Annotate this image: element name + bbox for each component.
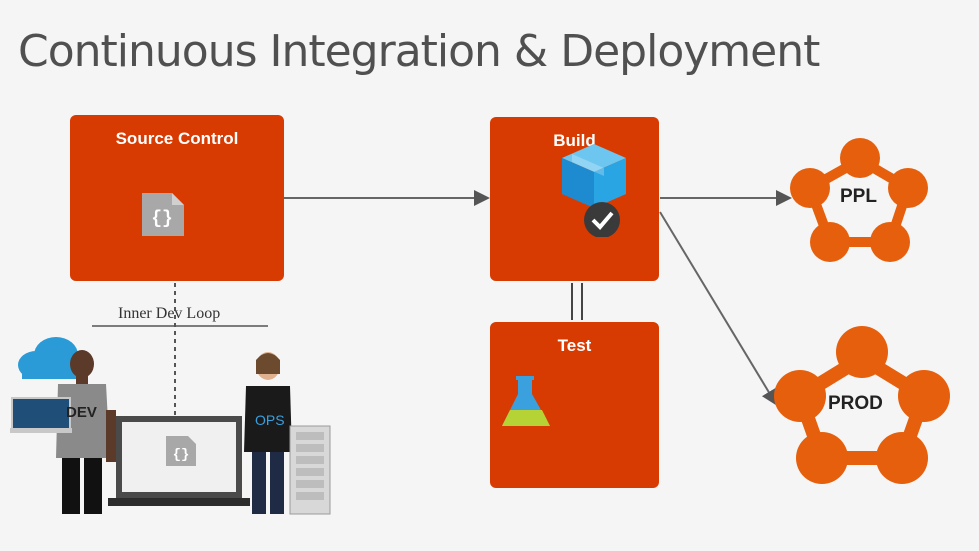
prod-label: PROD [828, 393, 883, 414]
flask-icon [502, 376, 550, 426]
build-label: Build [553, 131, 596, 150]
source-control-label: Source Control [115, 129, 239, 148]
ppl-environment[interactable] [790, 132, 930, 262]
arrow-build-to-prod [659, 211, 778, 406]
server-icon [289, 425, 331, 515]
test-label: Test [557, 336, 592, 355]
build-box[interactable]: Build [490, 117, 659, 281]
dev-shirt-label: DEV [66, 404, 97, 421]
prod-environment[interactable] [772, 318, 952, 488]
ops-person [244, 352, 292, 514]
code-file-icon: {} [142, 193, 184, 236]
source-control-box[interactable]: Source Control {} [70, 115, 284, 281]
test-box[interactable]: Test [490, 322, 659, 488]
code-braces: {} [151, 209, 173, 229]
laptop-code-braces: {} [173, 447, 190, 463]
developer-person [10, 350, 116, 514]
ppl-label: PPL [840, 186, 877, 207]
checkmark-icon [584, 202, 620, 237]
ops-shirt-label: OPS [255, 412, 285, 428]
package-icon [562, 144, 626, 237]
inner-dev-loop-label: Inner Dev Loop [118, 305, 221, 322]
laptop-icon: {} [108, 416, 250, 506]
page-title: Continuous Integration & Deployment [18, 26, 820, 77]
